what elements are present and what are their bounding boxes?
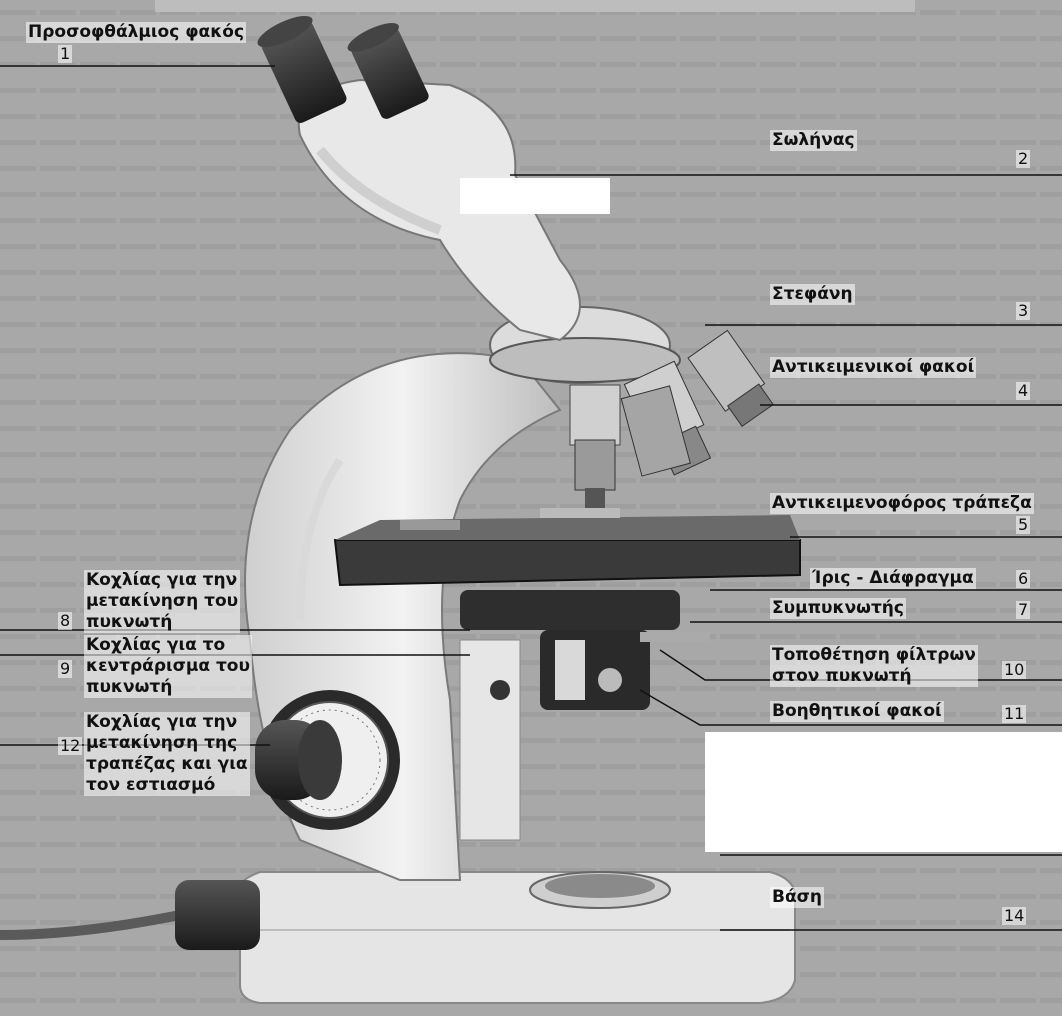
number-10: 10 [1002,661,1026,679]
blank-label-box-tube [460,178,610,214]
label-tube: Σωλήνας [770,130,857,151]
label-base: Βάση [770,887,824,908]
number-12: 12 [58,737,82,755]
number-2: 2 [1016,150,1030,168]
label-eyepiece: Προσοφθάλμιος φακός [26,22,246,43]
label-condenser-move-knob: Κοχλίας για την μετακίνηση του πυκνωτή [84,570,240,633]
number-8: 8 [58,612,72,630]
number-3: 3 [1016,302,1030,320]
label-auxiliary-lenses: Βοηθητικοί φακοί [770,701,944,722]
label-objectives: Αντικειμενικοί φακοί [770,357,976,378]
label-stage-focus-knob: Κοχλίας για την μετακίνηση της τραπέζας … [84,712,250,796]
number-4: 4 [1016,382,1030,400]
label-condenser-center-knob: Κοχλίας για το κεντράρισμα του πυκνωτή [84,635,252,698]
number-14: 14 [1002,907,1026,925]
label-nosepiece: Στεφάνη [770,284,855,305]
label-stage: Αντικειμενοφόρος τράπεζα [770,493,1034,514]
label-iris-diaphragm: Ίρις - Διάφραγμα [810,568,976,589]
number-6: 6 [1016,570,1030,588]
number-7: 7 [1016,601,1030,619]
microscope-base [240,872,796,1003]
number-9: 9 [58,660,72,678]
label-filter-placement: Τοποθέτηση φίλτρων στον πυκνωτή [770,645,978,687]
number-11: 11 [1002,705,1026,723]
number-1: 1 [58,45,72,63]
label-condenser: Συμπυκνωτής [770,598,906,619]
top-gray-bar [155,0,915,12]
blank-label-box-13 [705,732,1062,852]
number-5: 5 [1016,516,1030,534]
